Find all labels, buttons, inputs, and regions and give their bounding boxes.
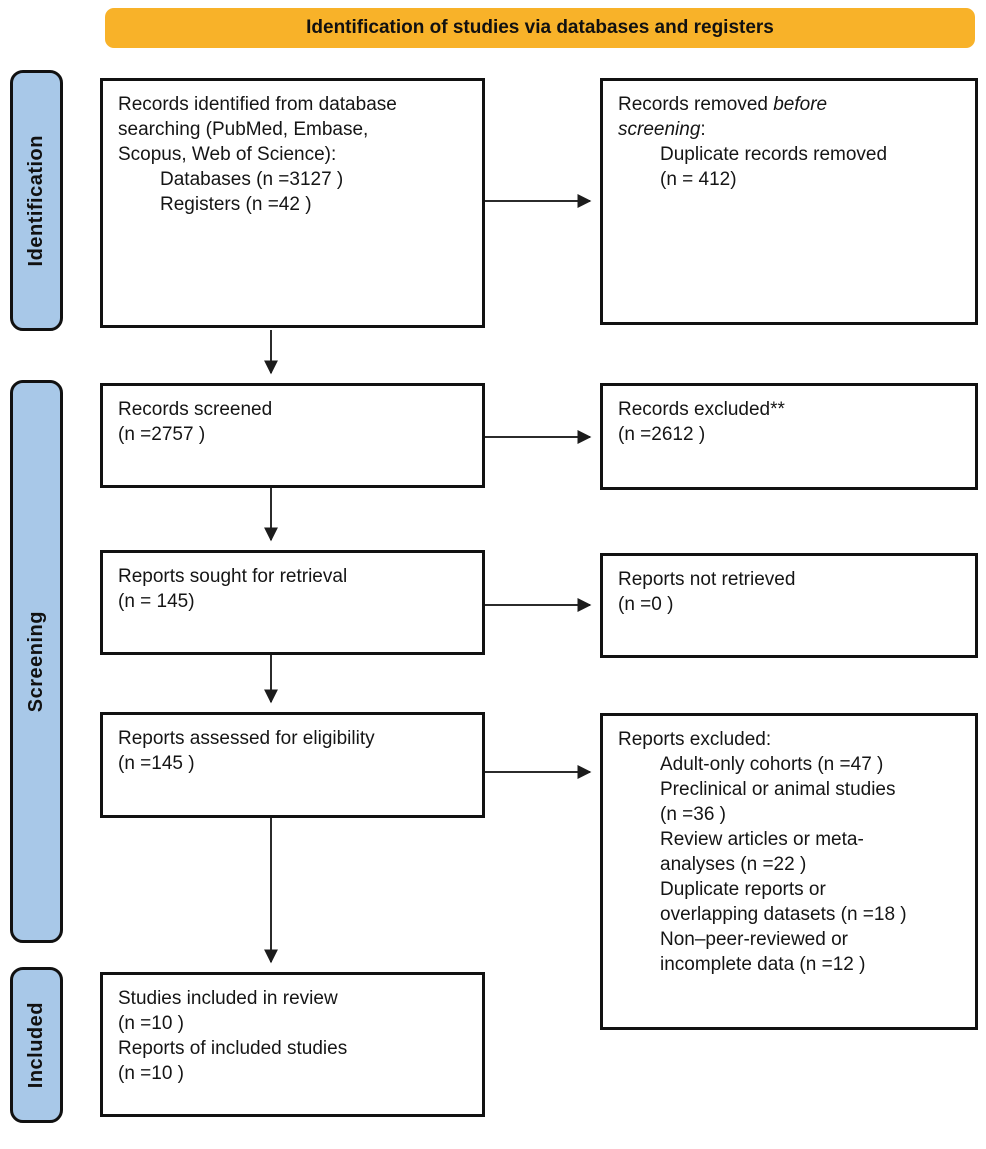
box-text-line: Records identified from database xyxy=(118,94,397,115)
box-text-line: Registers (n =42 ) xyxy=(160,194,312,215)
box-text-line: Scopus, Web of Science): xyxy=(118,144,337,165)
box-studies-included: Studies included in review (n =10 ) Repo… xyxy=(100,972,485,1117)
box-text-line: (n =0 ) xyxy=(618,594,674,615)
box-text-line: Preclinical or animal studies xyxy=(660,779,896,800)
box-text-line: screening: xyxy=(618,119,706,140)
box-text-line: Records removed before xyxy=(618,94,828,115)
stage-bar-screening: Screening xyxy=(10,380,63,943)
header-banner: Identification of studies via databases … xyxy=(105,8,975,48)
box-text-line: (n =145 ) xyxy=(118,753,195,774)
box-text-line: (n =2612 ) xyxy=(618,424,706,445)
box-text-line: Studies included in review xyxy=(118,988,338,1009)
stage-label-identification: Identification xyxy=(25,134,47,267)
box-text-line: (n = 145) xyxy=(118,591,195,612)
box-text-line: Reports of included studies xyxy=(118,1038,348,1059)
box-text-line: Adult-only cohorts (n =47 ) xyxy=(660,754,884,775)
box-text-line: Reports excluded: xyxy=(618,729,772,750)
box-text-line: (n =2757 ) xyxy=(118,424,206,445)
box-text-line: analyses (n =22 ) xyxy=(660,854,807,875)
box-text-line: Duplicate reports or xyxy=(660,879,826,900)
box-records-screened: Records screened (n =2757 ) xyxy=(100,383,485,488)
box-text-line: Reports sought for retrieval xyxy=(118,566,348,587)
stage-label-screening: Screening xyxy=(25,610,47,713)
box-text-line: Records excluded** xyxy=(618,399,785,420)
header-title: Identification of studies via databases … xyxy=(306,17,774,38)
box-text-line: searching (PubMed, Embase, xyxy=(118,119,369,140)
box-text-line: Databases (n =3127 ) xyxy=(160,169,344,190)
box-text-line: Review articles or meta- xyxy=(660,829,864,850)
box-text-line: (n = 412) xyxy=(660,169,737,190)
box-reports-sought: Reports sought for retrieval (n = 145) xyxy=(100,550,485,655)
stage-bar-included: Included xyxy=(10,967,63,1123)
box-text-line: Reports assessed for eligibility xyxy=(118,728,375,749)
stage-bar-identification: Identification xyxy=(10,70,63,331)
box-text-line: Reports not retrieved xyxy=(618,569,796,590)
box-reports-assessed: Reports assessed for eligibility (n =145… xyxy=(100,712,485,818)
box-text-line: (n =10 ) xyxy=(118,1063,185,1084)
box-text-line: Records screened xyxy=(118,399,273,420)
box-text-line: overlapping datasets (n =18 ) xyxy=(660,904,907,925)
box-text-line: incomplete data (n =12 ) xyxy=(660,954,866,975)
box-text-line: (n =10 ) xyxy=(118,1013,185,1034)
box-text-line: Duplicate records removed xyxy=(660,144,888,165)
box-records-identified: Records identified from database searchi… xyxy=(100,78,485,328)
stage-label-included: Included xyxy=(25,1001,47,1089)
box-reports-not-retrieved: Reports not retrieved (n =0 ) xyxy=(600,553,978,658)
box-reports-excluded: Reports excluded: Adult-only cohorts (n … xyxy=(600,713,978,1030)
box-records-removed-before-screening: Records removed before screening: Duplic… xyxy=(600,78,978,325)
box-text-line: Non–peer-reviewed or xyxy=(660,929,848,950)
box-text-line: (n =36 ) xyxy=(660,804,727,825)
box-records-excluded: Records excluded** (n =2612 ) xyxy=(600,383,978,490)
